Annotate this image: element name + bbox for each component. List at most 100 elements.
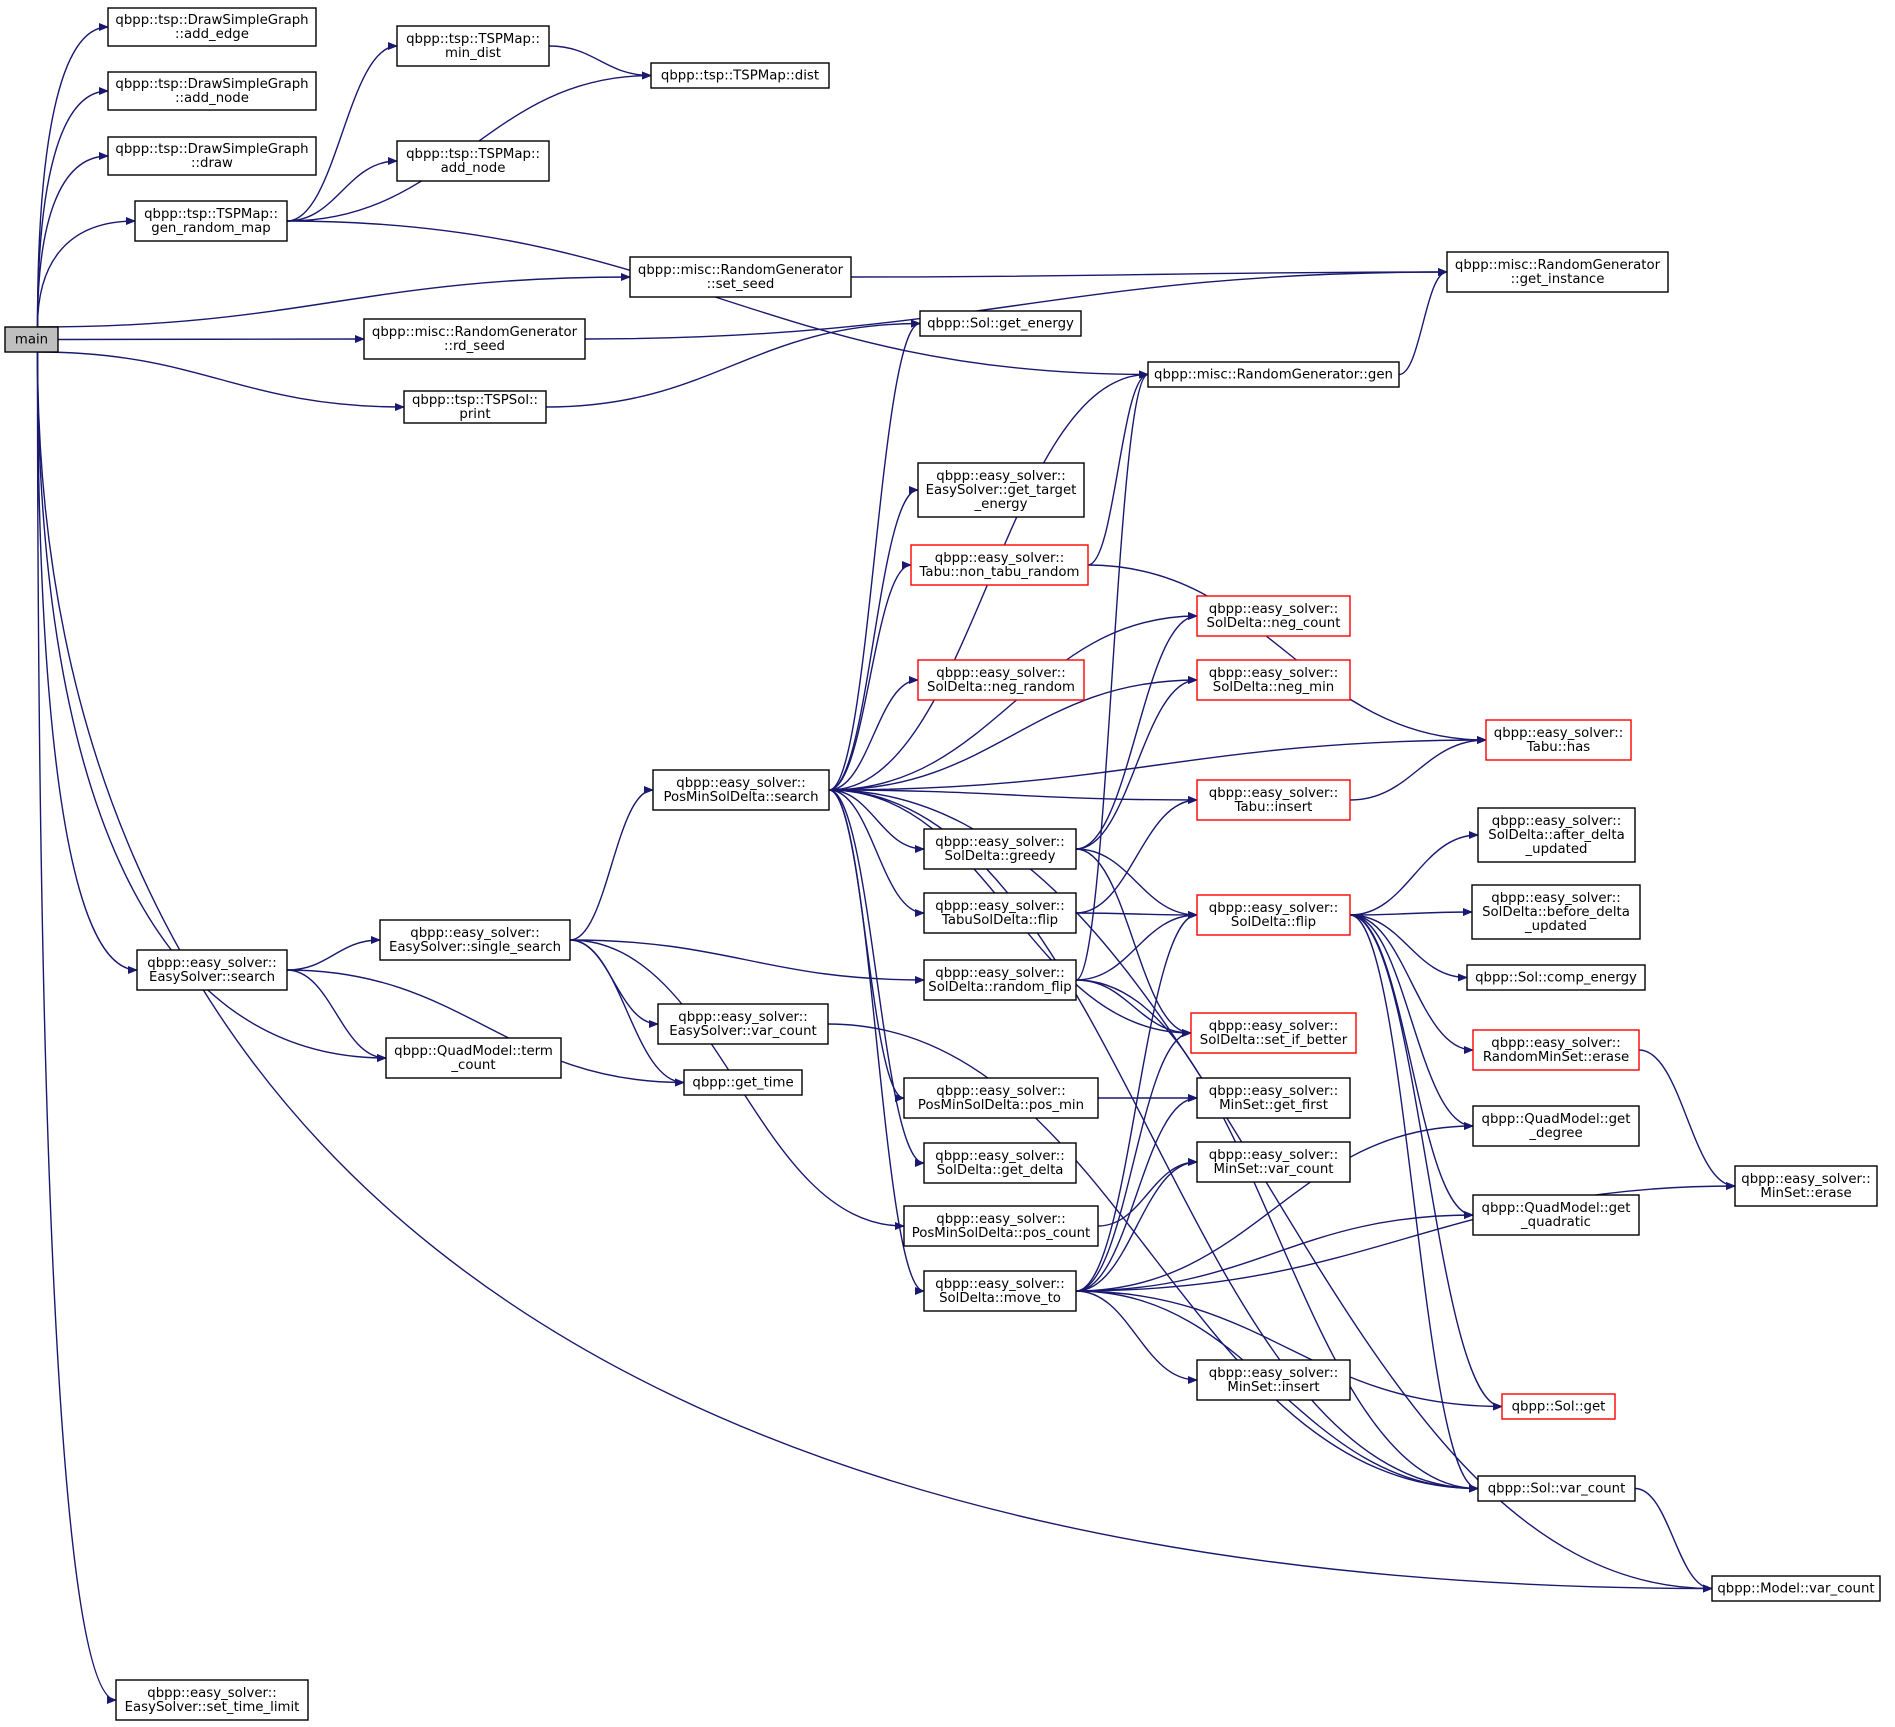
node-label-line: qbpp::tsp::TSPMap:: [144,207,278,222]
edge-pmsd_search-to-sd_neg_count [828,612,1198,791]
node-dsg-add-node[interactable]: qbpp::tsp::DrawSimpleGraph::add_node [107,71,317,111]
edge-main-to-es_set_time_limit [36,351,117,1704]
node-label-line: qbpp::tsp::DrawSimpleGraph [115,142,308,157]
node-tabu-insert[interactable]: qbpp::easy_solver::Tabu::insert [1196,779,1351,821]
node-label-line: qbpp::easy_solver:: [1209,1084,1339,1099]
edge-pmsd_search-to-tsd_flip [828,789,925,917]
node-label-line: _updated [1525,842,1588,857]
edge-rg_set_seed-to-rg_get_instance [850,268,1448,278]
edge-tspmap_gen-to-tspmap_min_dist [286,42,398,222]
node-sol-comp-energy[interactable]: qbpp::Sol::comp_energy [1466,964,1646,991]
edge-pmsd_search-to-tabu_has [828,736,1487,791]
node-rms-erase[interactable]: qbpp::easy_solver::RandomMinSet::erase [1472,1029,1640,1071]
node-ms-erase[interactable]: qbpp::easy_solver::MinSet::erase [1734,1165,1878,1207]
node-label-line: _quadratic [1520,1215,1591,1230]
edge-pmsd_search-to-sd_move_to [828,789,925,1295]
node-es-set-time-limit[interactable]: qbpp::easy_solver::EasySolver::set_time_… [115,1679,309,1721]
node-rg-set-seed[interactable]: qbpp::misc::RandomGenerator::set_seed [629,256,852,298]
node-model-var-count[interactable]: qbpp::Model::var_count [1711,1575,1881,1602]
node-rg-gen[interactable]: qbpp::misc::RandomGenerator::gen [1147,361,1400,388]
node-tsd-flip[interactable]: qbpp::easy_solver::TabuSolDelta::flip [923,892,1077,934]
node-dsg-add-edge[interactable]: qbpp::tsp::DrawSimpleGraph::add_edge [107,7,317,47]
edge-tspmap_gen-to-tspmap_add_node [286,157,398,222]
node-tspmap-min-dist[interactable]: qbpp::tsp::TSPMap::min_dist [396,25,550,67]
node-dsg-draw[interactable]: qbpp::tsp::DrawSimpleGraph::draw [107,136,317,176]
node-sol-get[interactable]: qbpp::Sol::get [1501,1393,1616,1420]
node-label-line: qbpp::tsp::TSPSol:: [412,393,538,408]
node-tspmap-add-node[interactable]: qbpp::tsp::TSPMap::add_node [396,140,550,182]
node-es-search[interactable]: qbpp::easy_solver::EasySolver::search [136,949,288,991]
node-label-line: MinSet::var_count [1213,1162,1333,1177]
edge-es_search-to-es_single [286,936,381,971]
node-pmsd-pos-min[interactable]: qbpp::easy_solver::PosMinSolDelta::pos_m… [903,1077,1099,1119]
node-sd-set-if-better[interactable]: qbpp::easy_solver::SolDelta::set_if_bett… [1190,1012,1357,1054]
edge-es_search-to-get_time [286,969,685,1087]
node-sd-neg-random[interactable]: qbpp::easy_solver::SolDelta::neg_random [917,659,1085,701]
node-es-get-target[interactable]: qbpp::easy_solver::EasySolver::get_targe… [917,462,1085,518]
edge-sd_random_flip-to-sd_flip [1075,911,1198,981]
node-main[interactable]: main [4,326,59,353]
node-sd-flip[interactable]: qbpp::easy_solver::SolDelta::flip [1196,894,1351,936]
node-pmsd-pos-count[interactable]: qbpp::easy_solver::PosMinSolDelta::pos_c… [903,1205,1099,1247]
node-tspmap-gen[interactable]: qbpp::tsp::TSPMap::gen_random_map [134,200,288,242]
node-label-line: TabuSolDelta::flip [941,913,1058,928]
edge-es_search-to-qm_term_count [286,969,387,1062]
node-es-var-count[interactable]: qbpp::easy_solver::EasySolver::var_count [657,1003,829,1045]
node-sd-after[interactable]: qbpp::easy_solver::SolDelta::after_delta… [1477,807,1636,863]
node-sd-move-to[interactable]: qbpp::easy_solver::SolDelta::move_to [923,1270,1077,1312]
node-label-line: qbpp::easy_solver:: [935,899,1065,914]
node-label-line: qbpp::easy_solver:: [935,966,1065,981]
edge-sd_greedy-to-sd_set_if_better [1075,848,1192,1037]
node-label-line: qbpp::easy_solver:: [1491,891,1621,906]
edge-sd_move_to-to-qm_get_quadratic [1075,1211,1474,1292]
node-sd-neg-min[interactable]: qbpp::easy_solver::SolDelta::neg_min [1196,659,1351,701]
node-label-line: _count [450,1058,495,1073]
node-sol-var-count[interactable]: qbpp::Sol::var_count [1477,1475,1636,1502]
node-label-line: qbpp::easy_solver:: [935,1277,1065,1292]
node-label-line: qbpp::easy_solver:: [936,469,1066,484]
node-label-line: qbpp::Sol::get_energy [927,317,1074,332]
node-sd-neg-count[interactable]: qbpp::easy_solver::SolDelta::neg_count [1196,595,1351,637]
node-rg-get-instance[interactable]: qbpp::misc::RandomGenerator::get_instanc… [1446,251,1669,293]
node-pmsd-search[interactable]: qbpp::easy_solver::PosMinSolDelta::searc… [652,769,830,811]
edge-es_single-to-pmsd_search [569,786,654,941]
edge-main-to-tspmap_gen [36,217,136,328]
edge-sd_flip-to-sol_var_count [1349,914,1479,1493]
node-label-line: qbpp::easy_solver:: [1209,1019,1339,1034]
node-label-line: qbpp::misc::RandomGenerator [372,325,578,340]
node-ms-get-first[interactable]: qbpp::easy_solver::MinSet::get_first [1196,1077,1351,1119]
edge-tabu_insert-to-tabu_has [1349,736,1487,801]
node-tspmap-dist[interactable]: qbpp::tsp::TSPMap::dist [650,62,830,89]
node-qm-get-quadratic[interactable]: qbpp::QuadModel::get_quadratic [1472,1194,1640,1236]
node-qm-term-count[interactable]: qbpp::QuadModel::term_count [385,1037,562,1079]
edge-rms_erase-to-ms_erase [1638,1049,1736,1190]
edge-sd_move_to-to-ms_get_first [1075,1094,1198,1292]
node-sd-before[interactable]: qbpp::easy_solver::SolDelta::before_delt… [1471,884,1641,940]
node-sol-get-energy[interactable]: qbpp::Sol::get_energy [919,310,1082,337]
node-label-line: qbpp::easy_solver:: [936,666,1066,681]
node-label-line: ::get_instance [1511,272,1605,287]
edge-rg_rd_seed-to-rg_get_instance [584,268,1448,340]
node-label-line: main [15,333,48,348]
node-sd-greedy[interactable]: qbpp::easy_solver::SolDelta::greedy [923,828,1077,870]
node-label-line: Tabu::insert [1234,800,1313,815]
node-label-line: Tabu::non_tabu_random [919,565,1080,580]
node-label-line: qbpp::easy_solver:: [147,1686,277,1701]
node-rg-rd-seed[interactable]: qbpp::misc::RandomGenerator::rd_seed [363,318,586,360]
node-label-line: ::add_node [175,91,249,106]
node-label-line: SolDelta::flip [1231,915,1316,930]
node-ms-insert[interactable]: qbpp::easy_solver::MinSet::insert [1196,1359,1351,1401]
node-label-line: qbpp::Model::var_count [1717,1582,1874,1597]
node-ms-var-count[interactable]: qbpp::easy_solver::MinSet::var_count [1196,1141,1351,1183]
node-sd-random-flip[interactable]: qbpp::easy_solver::SolDelta::random_flip [923,959,1077,1001]
node-es-single[interactable]: qbpp::easy_solver::EasySolver::single_se… [379,919,571,961]
node-tspsol-print[interactable]: qbpp::tsp::TSPSol::print [403,390,547,424]
node-tabu-has[interactable]: qbpp::easy_solver::Tabu::has [1485,719,1632,761]
node-get-time[interactable]: qbpp::get_time [683,1069,803,1096]
node-qm-get-degree[interactable]: qbpp::QuadModel::get_degree [1472,1105,1640,1147]
edge-pmsd_search-to-tabu_non_tabu [828,561,912,791]
node-label-line: qbpp::easy_solver:: [935,551,1065,566]
node-label-line: RandomMinSet::erase [1483,1050,1629,1065]
node-tabu-non-tabu[interactable]: qbpp::easy_solver::Tabu::non_tabu_random [910,544,1089,586]
node-sd-get-delta[interactable]: qbpp::easy_solver::SolDelta::get_delta [923,1142,1077,1184]
